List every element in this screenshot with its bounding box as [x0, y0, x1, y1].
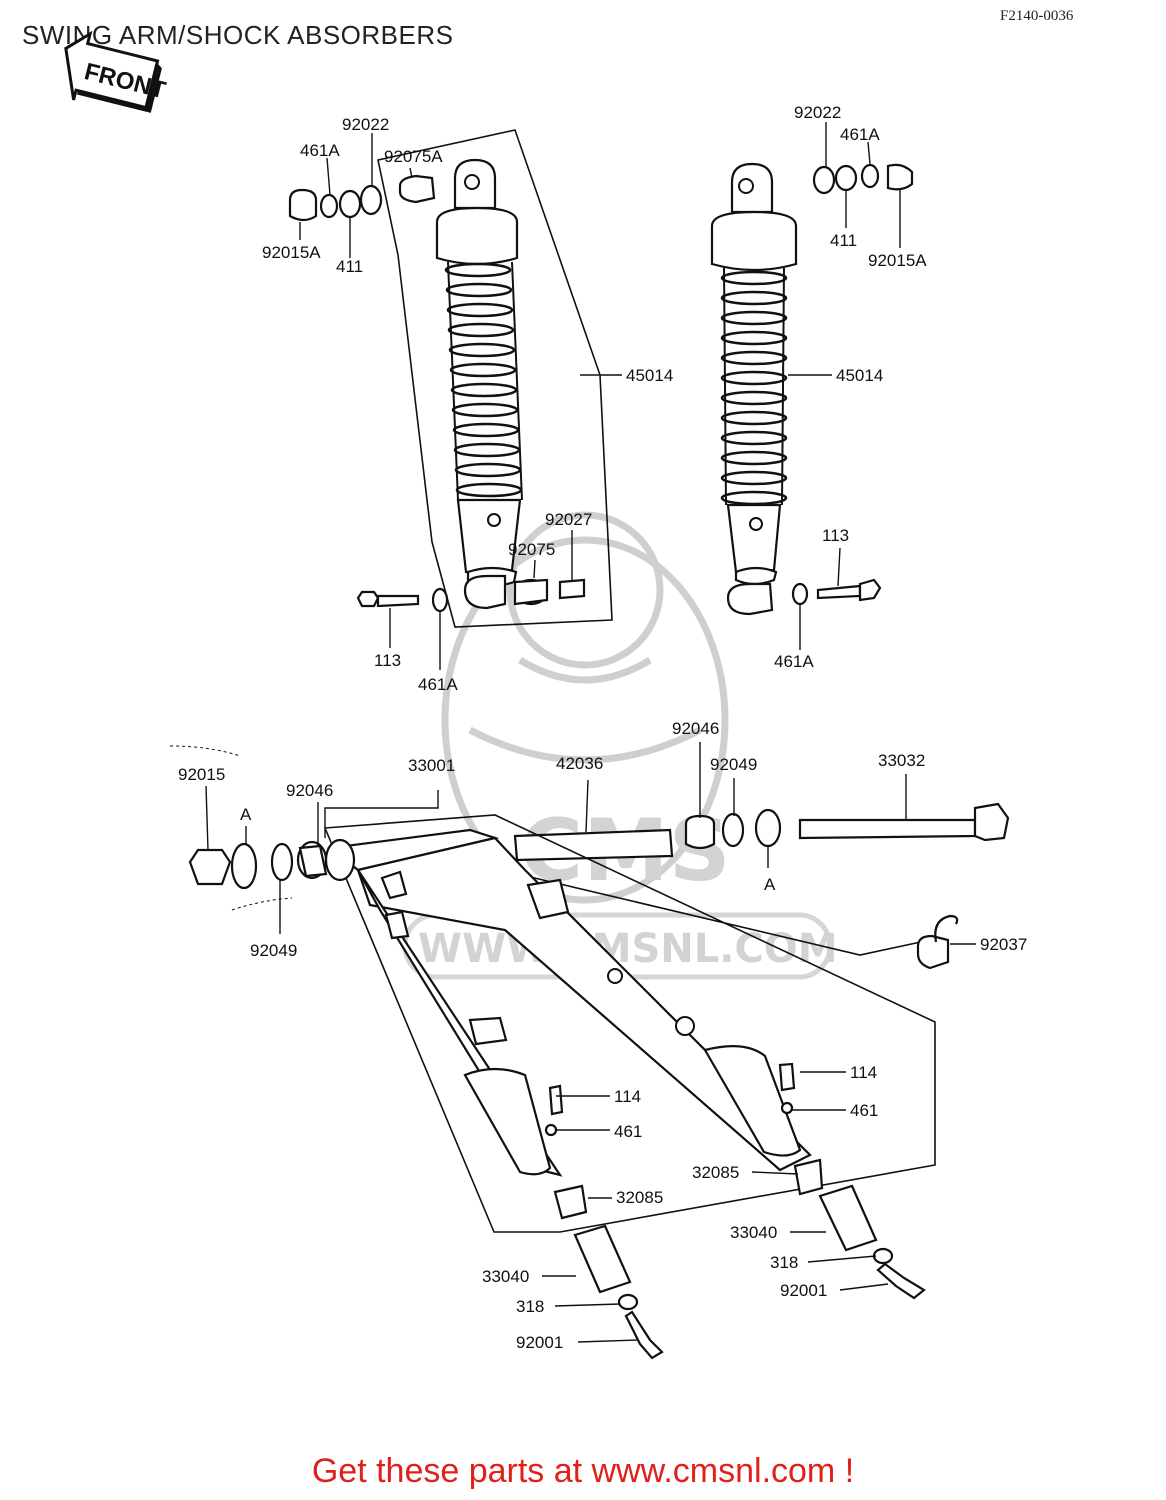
callout-92001-left: 92001: [516, 1333, 563, 1352]
callout-114-right: 114: [850, 1063, 877, 1082]
callout-92022-right: 92022: [794, 103, 841, 122]
callout-32085-right: 32085: [692, 1163, 739, 1182]
callout-92027: 92027: [545, 510, 592, 529]
left-top-hardware: [288, 174, 436, 222]
callout-45014-right: 45014: [836, 366, 883, 385]
callout-461a-left-bottom: 461A: [418, 675, 458, 694]
callout-92049-right: 92049: [710, 755, 757, 774]
callout-92037: 92037: [980, 935, 1027, 954]
pivot-hardware: [169, 745, 1010, 911]
right-shock-absorber: [710, 162, 798, 616]
callout-labels: 92022 461A 92075A 92015A 411 45014 92027…: [178, 103, 1027, 1352]
swing-arm-frame: [323, 814, 936, 1233]
callout-461a-right-bottom: 461A: [774, 652, 814, 671]
swing-arm: [324, 828, 812, 1177]
document-id: F2140-0036: [1000, 8, 1074, 24]
callout-114-left: 114: [614, 1087, 641, 1106]
right-top-hardware: [812, 163, 914, 195]
cta-link[interactable]: Get these parts at www.cmsnl.com !: [311, 1452, 855, 1490]
left-bottom-hardware: [356, 578, 586, 613]
leader-lines: [205, 122, 976, 1343]
callout-33001: 33001: [408, 756, 455, 775]
swing-arm-reference-line: [521, 874, 931, 956]
right-bottom-hardware: [791, 578, 882, 606]
callout-92015a-left: 92015A: [262, 243, 321, 262]
callout-461a-right-top: 461A: [840, 125, 880, 144]
left-shock-frame: [377, 129, 613, 628]
callout-33032: 33032: [878, 751, 925, 770]
callout-113-right: 113: [822, 526, 849, 545]
watermark-url: WWW.CMSNL.COM: [418, 926, 838, 972]
callout-33040-right: 33040: [730, 1223, 777, 1242]
left-shock-absorber: [435, 158, 523, 610]
callout-411-right: 411: [830, 231, 857, 250]
callout-42036: 42036: [556, 754, 603, 773]
callout-92075: 92075: [508, 540, 555, 559]
callout-461-right: 461: [850, 1101, 878, 1120]
callout-113-left: 113: [374, 651, 401, 670]
callout-461-left: 461: [614, 1122, 642, 1141]
callout-92015a-right: 92015A: [868, 251, 927, 270]
callout-a-left: A: [240, 805, 252, 824]
callout-318-right: 318: [770, 1253, 798, 1272]
adjuster-hardware: [544, 914, 959, 1360]
callout-92022-left: 92022: [342, 115, 389, 134]
callout-45014-left: 45014: [626, 366, 673, 385]
callout-92015: 92015: [178, 765, 225, 784]
callout-461a-left-top: 461A: [300, 141, 340, 160]
front-arrow-badge: FRONT: [64, 30, 169, 113]
callout-318-left: 318: [516, 1297, 544, 1316]
callout-a-right: A: [764, 875, 776, 894]
callout-92075a: 92075A: [384, 147, 443, 166]
callout-92046-left: 92046: [286, 781, 333, 800]
callout-32085-left: 32085: [616, 1188, 663, 1207]
callout-92001-right: 92001: [780, 1281, 827, 1300]
callout-92049-left: 92049: [250, 941, 297, 960]
callout-92046-right: 92046: [672, 719, 719, 738]
callout-411-left: 411: [336, 257, 363, 276]
callout-33040-left: 33040: [482, 1267, 529, 1286]
